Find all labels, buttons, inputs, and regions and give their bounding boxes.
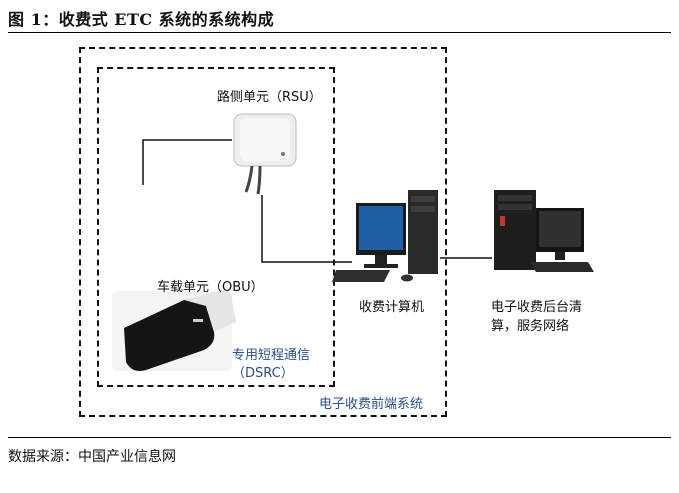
frontend-system-label: 电子收费前端系统 <box>319 397 424 412</box>
clearing-server-icon <box>494 190 594 272</box>
toll-computer-icon <box>332 190 438 282</box>
toll-computer-label: 收费计算机 <box>359 300 425 315</box>
wire-obu-rsu <box>142 139 232 185</box>
clearing-label-line2: 算，服务网络 <box>491 319 570 334</box>
dsrc-label-line2: （DSRC） <box>232 366 294 381</box>
dsrc-label-line1: 专用短程通信 <box>232 348 311 363</box>
frontend-system-boundary <box>79 47 447 417</box>
source-note: 数据来源：中国产业信息网 <box>8 449 176 465</box>
obu-label: 车载单元（OBU） <box>157 280 264 295</box>
wire-rsu-pc <box>261 195 352 263</box>
bottom-rule <box>8 437 671 438</box>
rsu-device-icon <box>233 113 297 195</box>
obu-device-icon <box>112 290 236 371</box>
top-rule <box>8 32 671 33</box>
figure-title: 图 1：收费式 ETC 系统的系统构成 <box>8 10 275 29</box>
rsu-label: 路侧单元（RSU） <box>217 90 322 105</box>
clearing-label-line1: 电子收费后台清 <box>491 300 583 315</box>
rsu-obu-boundary <box>97 67 335 387</box>
